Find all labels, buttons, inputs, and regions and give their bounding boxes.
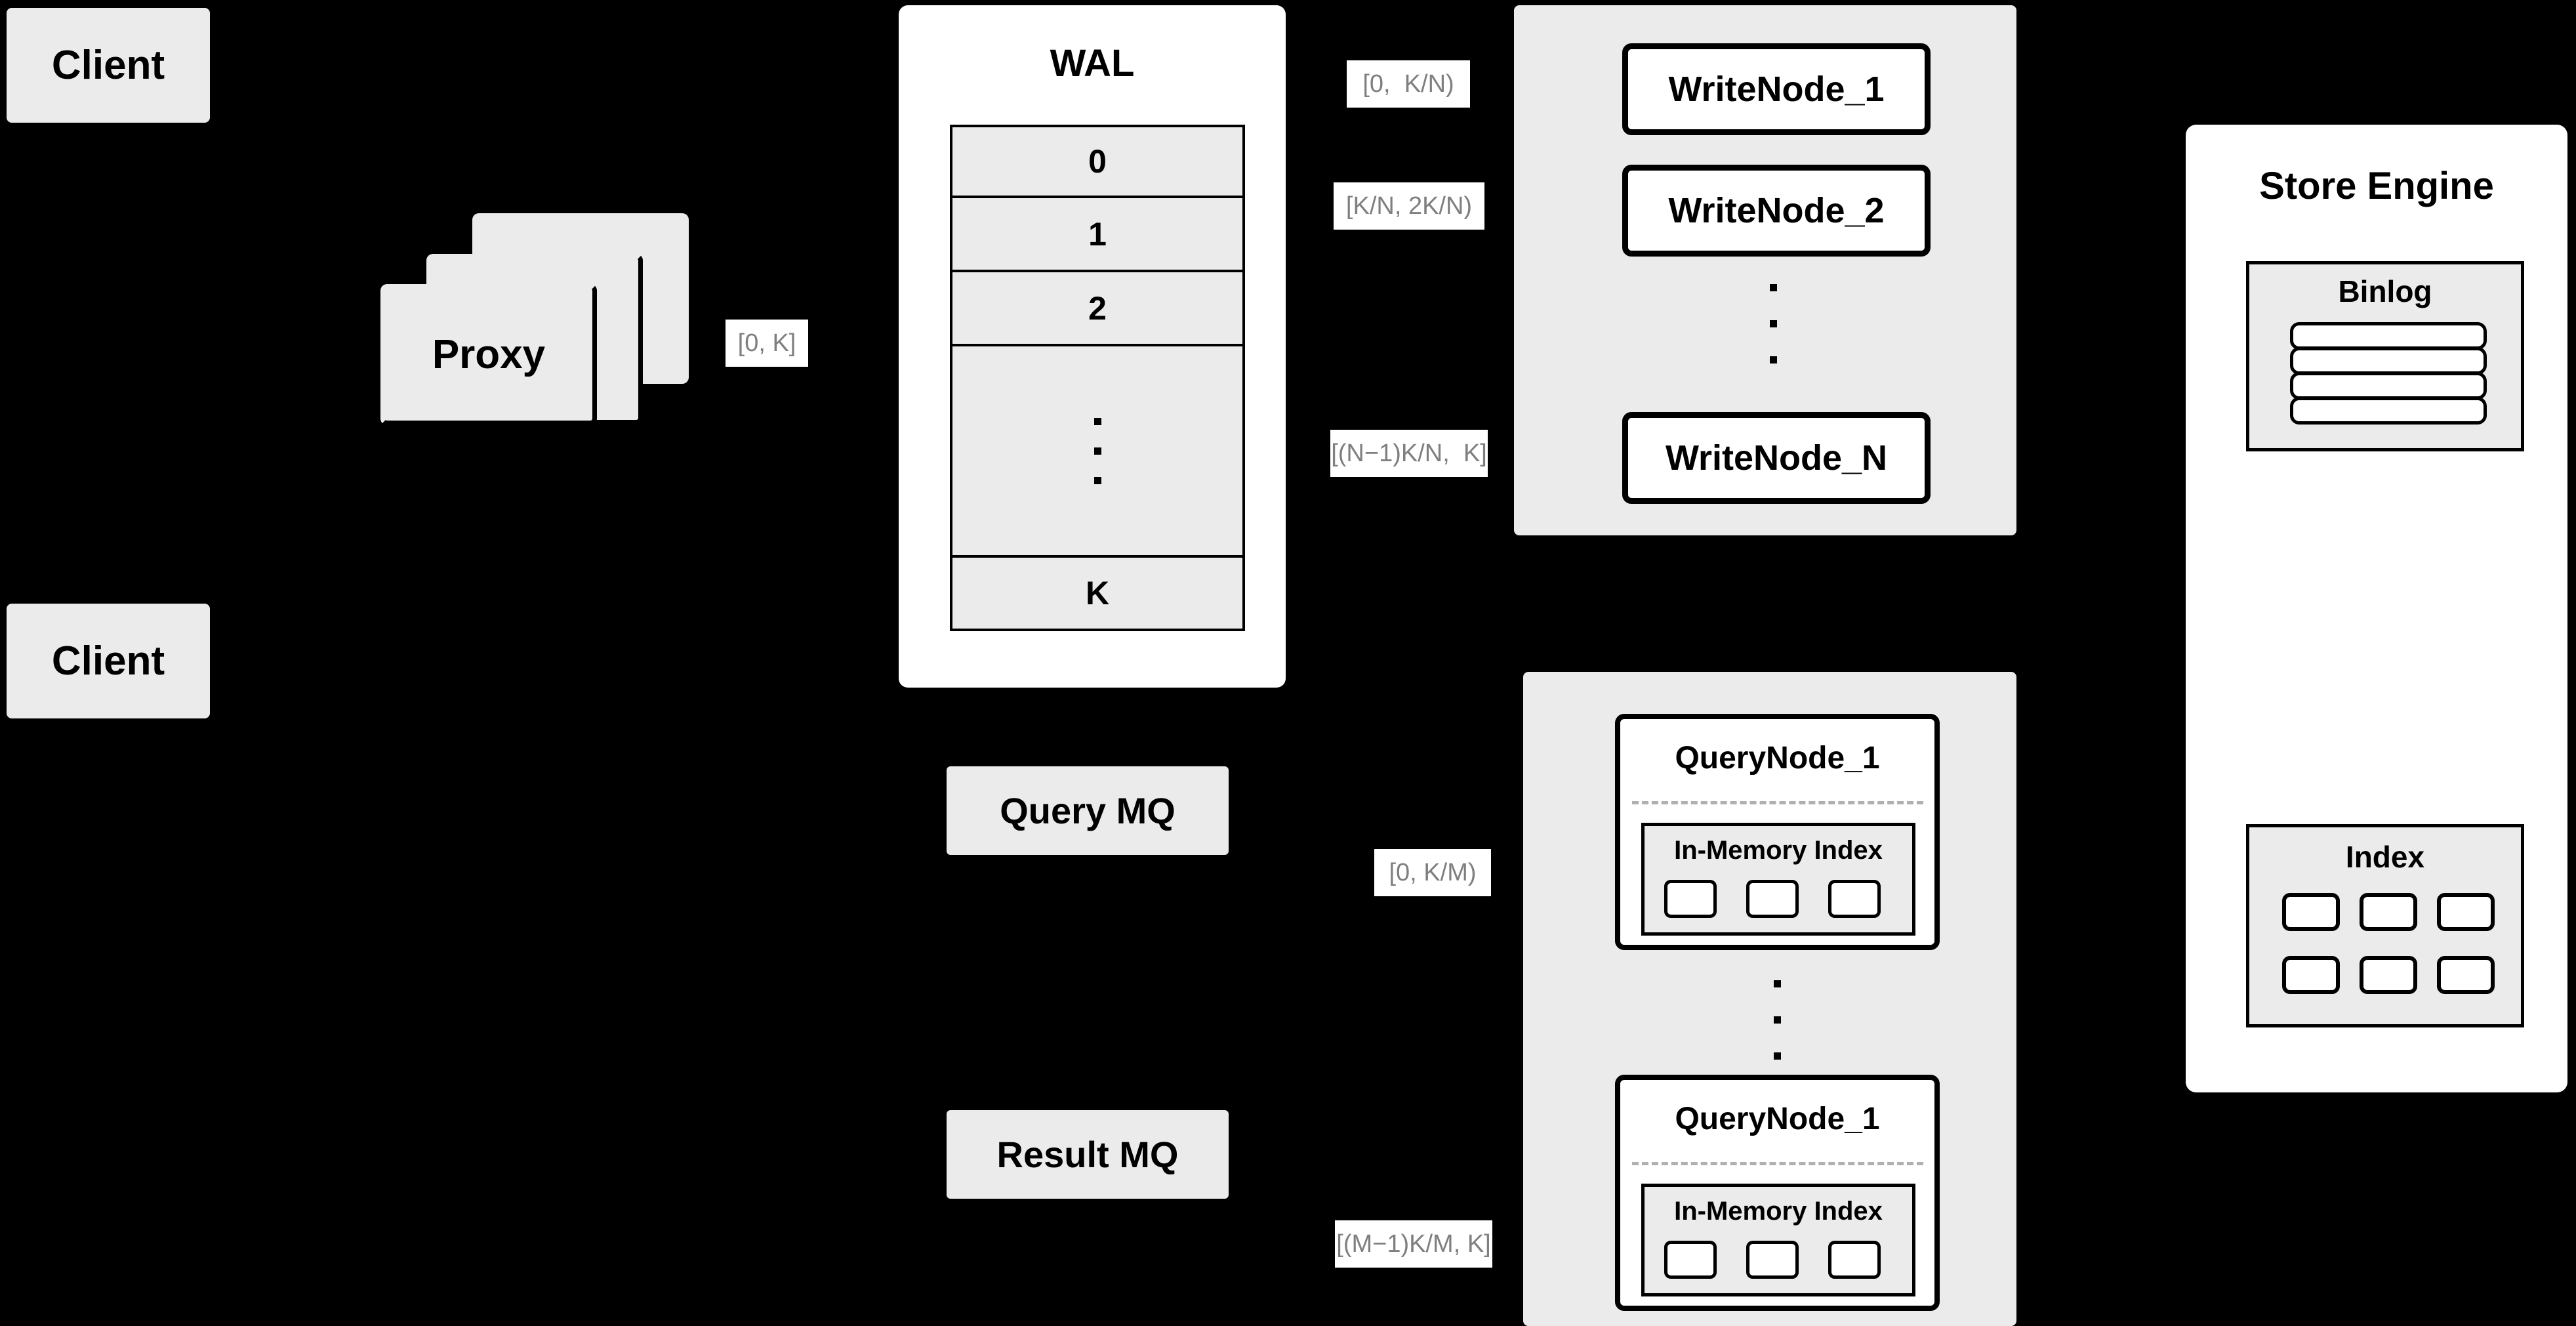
store-engine-title: Store Engine xyxy=(2259,165,2494,207)
client-box-top[interactable]: Client xyxy=(7,8,210,123)
in-memory-index-1: In-Memory Index xyxy=(1641,823,1915,936)
wal-panel: WAL 0 1 2 K xyxy=(899,5,1286,688)
wal-title: WAL xyxy=(1050,42,1135,85)
ellipsis-dot xyxy=(1094,447,1101,455)
edge-label-wal-to-write-2: [K/N, 2K/N) xyxy=(1334,182,1484,230)
query-mq-box[interactable]: Query MQ xyxy=(947,766,1229,855)
write-node-2-label: WriteNode_2 xyxy=(1668,191,1885,230)
in-memory-index-cell xyxy=(1828,1241,1881,1279)
in-memory-index-m: In-Memory Index xyxy=(1641,1184,1915,1296)
query-node-1[interactable]: QueryNode_1 In-Memory Index xyxy=(1615,714,1940,950)
result-mq-label: Result MQ xyxy=(996,1134,1179,1175)
proxy-card-front[interactable]: Proxy xyxy=(380,284,597,425)
wal-row-k: K xyxy=(952,558,1242,629)
query-node-1-divider xyxy=(1632,801,1923,804)
in-memory-index-cell xyxy=(1828,880,1881,918)
index-panel: Index xyxy=(2246,824,2524,1027)
query-node-m-divider xyxy=(1632,1162,1923,1165)
in-memory-index-cell xyxy=(1664,880,1717,918)
index-cell xyxy=(2282,956,2340,994)
wal-row-1: 1 xyxy=(952,198,1242,272)
ellipsis-dot xyxy=(1094,417,1101,425)
query-node-cluster: QueryNode_1 In-Memory Index QueryNode_1 … xyxy=(1523,672,2016,1326)
proxy-label: Proxy xyxy=(432,332,546,377)
in-memory-index-cell xyxy=(1746,880,1799,918)
binlog-panel: Binlog xyxy=(2246,261,2524,451)
binlog-row xyxy=(2290,347,2487,375)
ellipsis-dot xyxy=(1770,284,1777,291)
client-label-bottom: Client xyxy=(51,638,165,684)
in-memory-index-1-title: In-Memory Index xyxy=(1674,836,1883,865)
write-node-cluster: WriteNode_1 WriteNode_2 WriteNode_N xyxy=(1514,5,2016,535)
write-node-n-label: WriteNode_N xyxy=(1665,438,1888,478)
query-node-m-title: QueryNode_1 xyxy=(1675,1102,1880,1136)
in-memory-index-m-title: In-Memory Index xyxy=(1674,1197,1883,1226)
in-memory-index-cell xyxy=(1664,1241,1717,1279)
wal-row-0: 0 xyxy=(952,127,1242,198)
edge-label-wal-to-write-n: [(N−1)K/N, K] xyxy=(1330,430,1488,477)
in-memory-index-cell xyxy=(1746,1241,1799,1279)
ellipsis-dot xyxy=(1774,1052,1781,1060)
write-node-2[interactable]: WriteNode_2 xyxy=(1622,165,1931,257)
index-cell xyxy=(2360,956,2417,994)
write-node-1-label: WriteNode_1 xyxy=(1668,70,1885,109)
proxy-stack[interactable]: Proxy xyxy=(380,213,689,443)
binlog-row xyxy=(2290,322,2487,350)
write-cluster-ellipsis xyxy=(1770,284,1777,363)
index-cell xyxy=(2282,893,2340,931)
result-mq-box[interactable]: Result MQ xyxy=(947,1110,1229,1199)
edge-label-wal-to-write-1: [0, K/N) xyxy=(1347,60,1470,108)
binlog-row xyxy=(2290,397,2487,425)
index-title: Index xyxy=(2345,840,2425,874)
write-node-1[interactable]: WriteNode_1 xyxy=(1622,43,1931,135)
query-mq-label: Query MQ xyxy=(1000,790,1176,831)
wal-row-ellipsis xyxy=(952,346,1242,558)
client-box-bottom[interactable]: Client xyxy=(7,604,210,718)
wal-table: 0 1 2 K xyxy=(950,125,1245,631)
binlog-row xyxy=(2290,372,2487,400)
edge-label-mq-to-query-m: [(M−1)K/M, K] xyxy=(1335,1220,1492,1268)
binlog-title: Binlog xyxy=(2338,274,2432,308)
query-node-1-title: QueryNode_1 xyxy=(1675,741,1880,776)
store-engine-panel: Store Engine Binlog Index xyxy=(2186,125,2567,1092)
write-node-n[interactable]: WriteNode_N xyxy=(1622,412,1931,504)
edge-label-proxy-to-wal: [0, K] xyxy=(726,320,808,367)
ellipsis-dot xyxy=(1770,320,1777,327)
index-cell xyxy=(2437,956,2495,994)
query-node-m[interactable]: QueryNode_1 In-Memory Index xyxy=(1615,1075,1940,1311)
client-label-top: Client xyxy=(51,43,165,88)
ellipsis-dot xyxy=(1774,1016,1781,1024)
edge-label-mq-to-query-1: [0, K/M) xyxy=(1374,849,1491,896)
wal-row-2: 2 xyxy=(952,272,1242,346)
index-cell xyxy=(2437,893,2495,931)
ellipsis-dot xyxy=(1770,356,1777,363)
ellipsis-dot xyxy=(1774,980,1781,987)
index-cell xyxy=(2360,893,2417,931)
ellipsis-dot xyxy=(1094,476,1101,484)
query-cluster-ellipsis xyxy=(1774,980,1781,1060)
